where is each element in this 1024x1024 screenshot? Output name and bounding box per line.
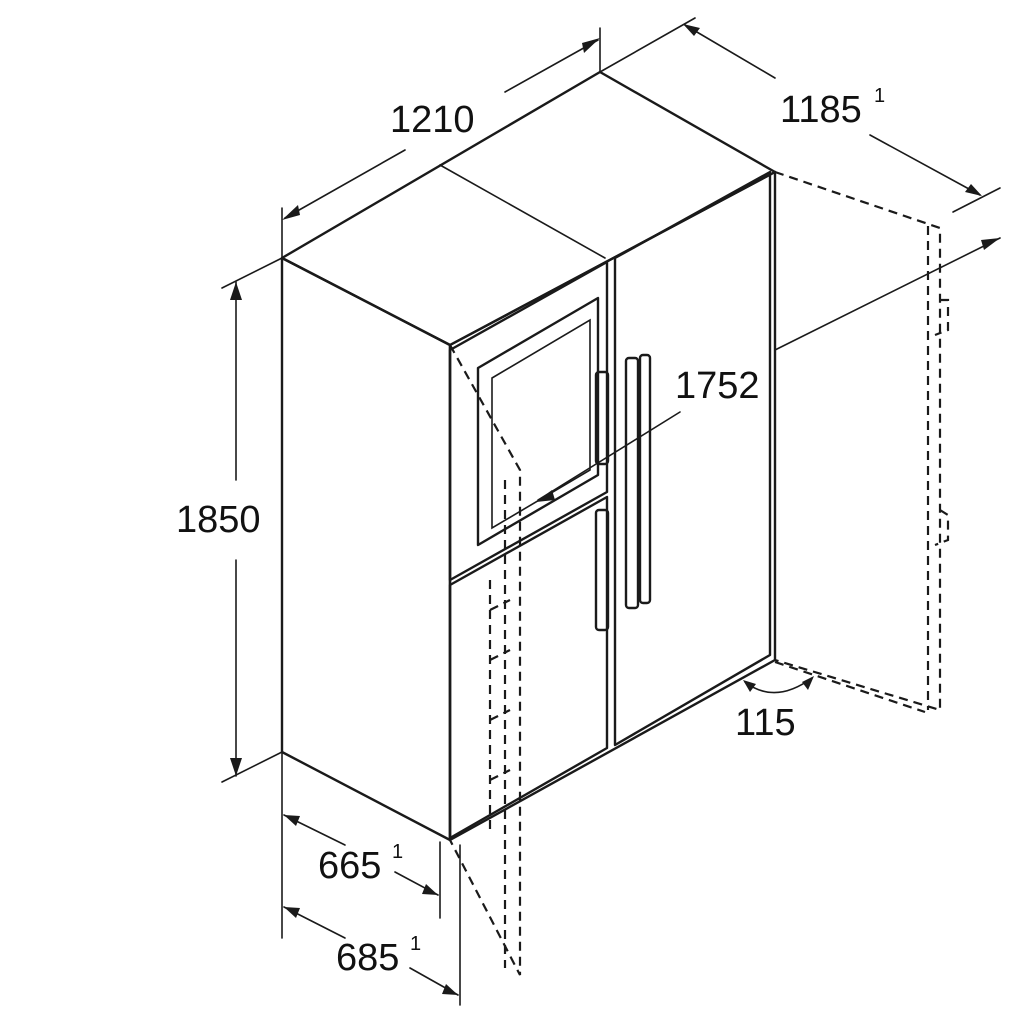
depth-body-note: 1 — [392, 841, 403, 863]
dimension-depth-total: 685 1 — [283, 844, 461, 1006]
fridge-body — [280, 70, 777, 842]
open-door-outlines — [449, 170, 950, 976]
depth-door-note: 1 — [874, 85, 885, 107]
door-swing-label: 1752 — [675, 365, 760, 407]
door-handles — [594, 353, 652, 632]
dimension-depth-door: 1185 1 — [599, 17, 1001, 213]
dimension-door-swing: 1752 — [536, 237, 1001, 502]
depth-total-label: 685 — [336, 937, 399, 979]
dimension-depth-body: 665 1 — [281, 751, 441, 939]
height-label: 1850 — [176, 499, 261, 541]
depth-body-label: 665 — [318, 845, 381, 887]
width-label: 1210 — [390, 99, 475, 141]
dimension-door-angle: 115 — [735, 676, 814, 744]
dimension-width: 1210 — [281, 27, 601, 259]
depth-total-note: 1 — [410, 933, 421, 955]
door-angle-label: 115 — [735, 702, 796, 744]
dimension-height: 1850 — [176, 257, 283, 783]
depth-door-label: 1185 — [780, 89, 862, 131]
